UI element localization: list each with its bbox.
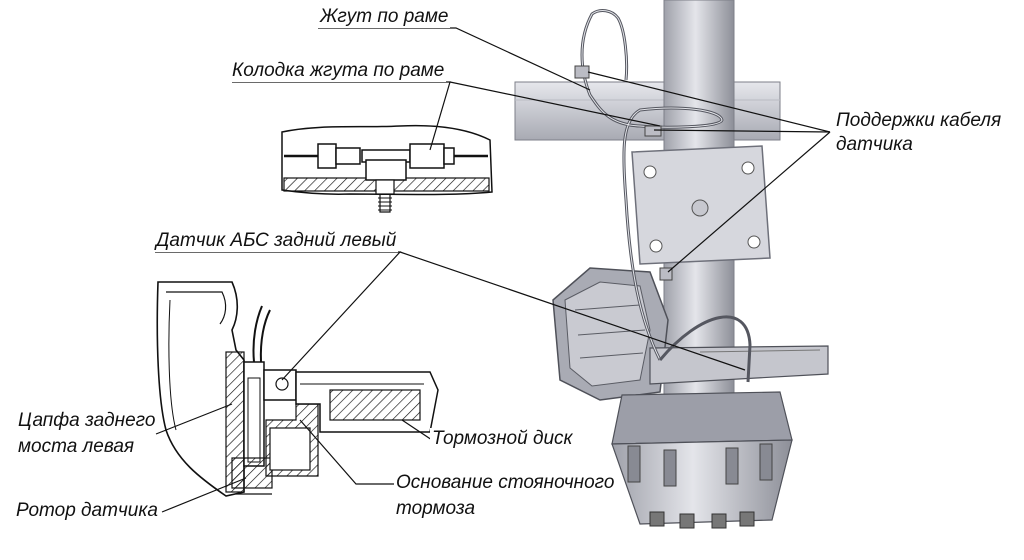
sensor-cable-3d [574,9,752,383]
cross-section [156,281,439,497]
label-brake-disc: Тормозной диск [430,428,575,450]
label-harness-frame: Жгут по раме [318,6,451,28]
leader-support-1 [587,71,831,133]
leader-lines [155,27,831,513]
leader-support-3 [667,131,831,273]
label-cable-supports-2: датчика [834,134,915,156]
leader-support-2 [653,129,831,133]
label-cable-supports-1: Поддержки кабеля [834,110,1004,132]
label-parking-brake-1: Основание стояночного [394,472,617,494]
mounting-bracket [631,145,771,265]
leader-connector-to-frame [449,81,661,127]
label-sensor-rotor: Ротор датчика [14,500,160,522]
wheel-hub [611,391,793,529]
leader-harness-frame [318,27,591,91]
brake-disc-3d [649,345,829,385]
label-axle-trunnion-2: моста левая [16,436,137,458]
label-axle-trunnion-1: Цапфа заднего [16,410,158,432]
leader-parking-base [299,419,394,485]
label-harness-connector: Колодка жгута по раме [230,60,447,82]
label-parking-brake-2: тормоза [394,498,478,520]
leader-trunnion [155,403,233,435]
connector-inset [281,124,493,213]
leader-abs-sensor-3d [399,251,746,371]
label-abs-sensor: Датчик АБС задний левый [154,230,399,252]
leader-rotor [161,477,247,513]
